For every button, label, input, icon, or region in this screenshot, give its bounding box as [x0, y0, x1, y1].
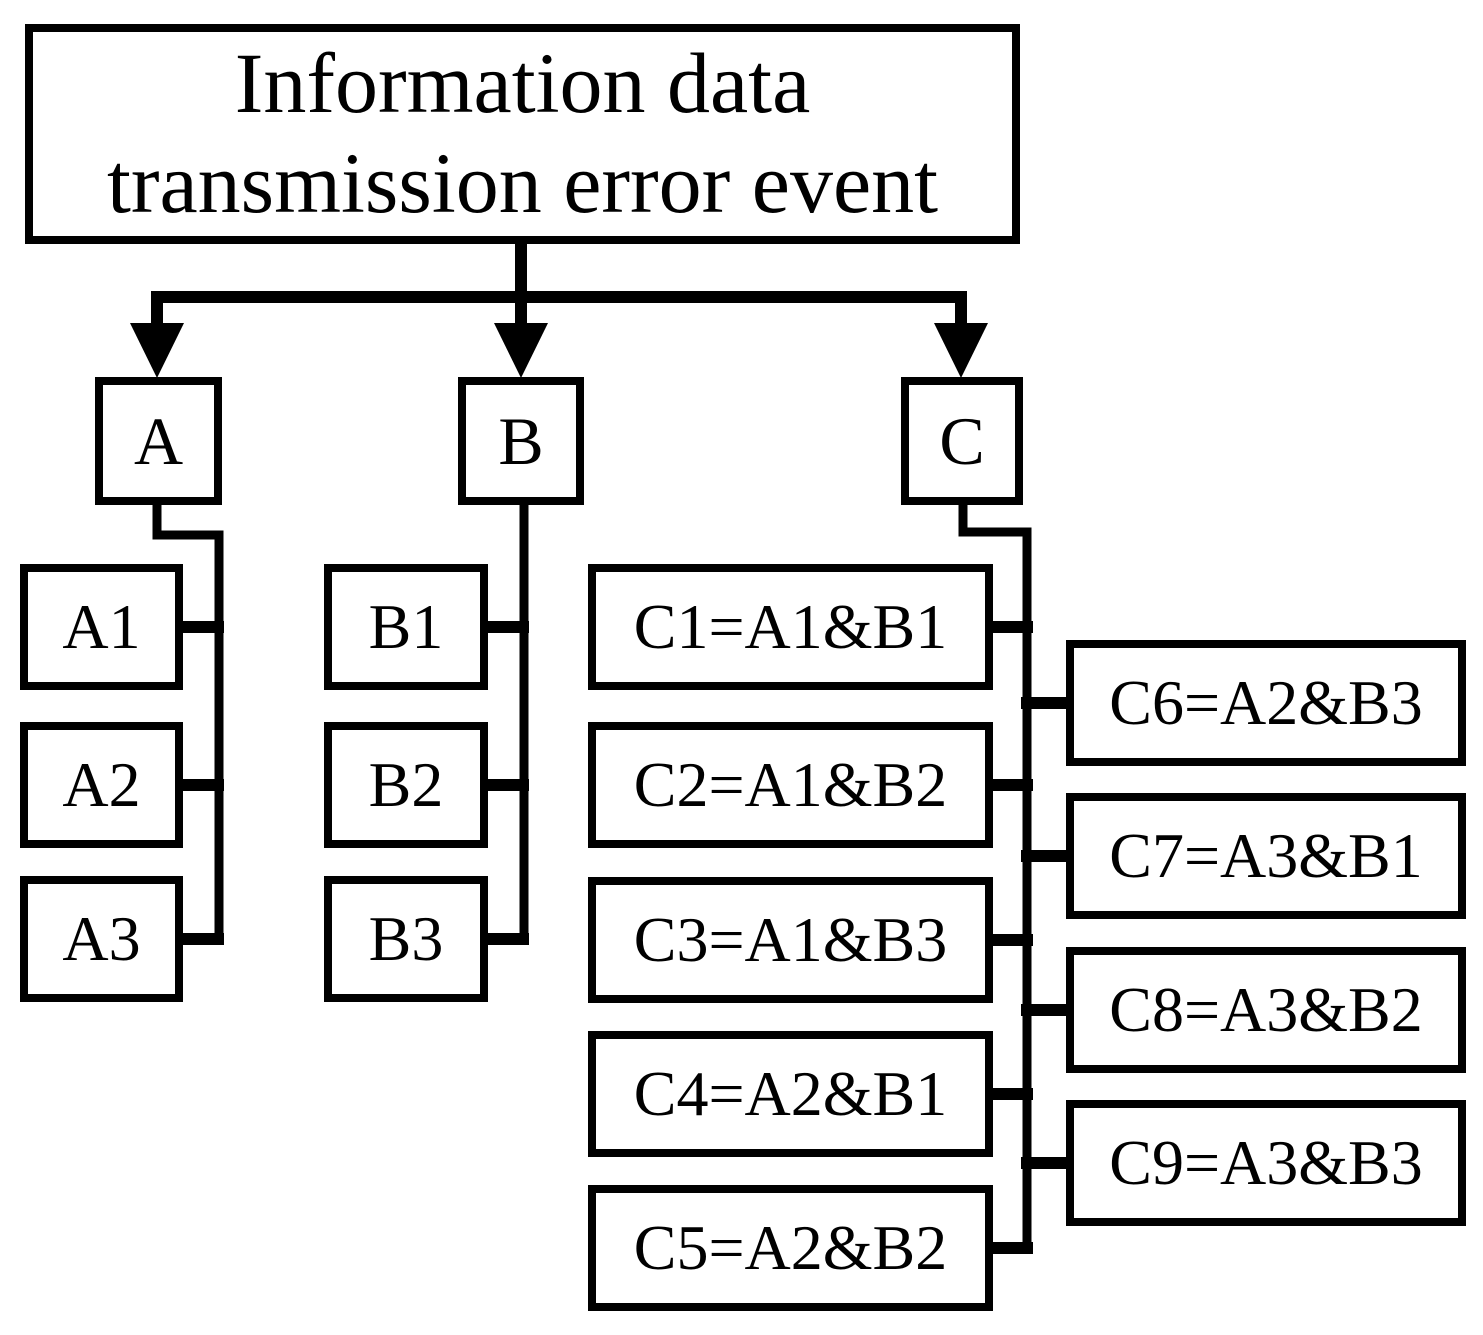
- node-B3: B3: [324, 876, 488, 1002]
- node-C1: C1=A1&B1: [588, 564, 993, 690]
- node-A-label: A: [133, 403, 184, 479]
- node-C-label: C: [939, 403, 985, 479]
- node-A3-label: A3: [62, 903, 141, 974]
- node-B3-label: B3: [368, 903, 444, 974]
- node-B2: B2: [324, 722, 488, 848]
- node-C1-label: C1=A1&B1: [633, 591, 948, 662]
- node-C9-label: C9=A3&B3: [1109, 1127, 1423, 1198]
- node-C4-label: C4=A2&B1: [633, 1058, 948, 1129]
- connector-trunk-A: [152, 498, 224, 945]
- node-A3: A3: [20, 876, 183, 1002]
- arrowhead-into-A-icon: [130, 323, 184, 378]
- node-C7: C7=A3&B1: [1066, 793, 1466, 919]
- node-A1: A1: [20, 564, 183, 690]
- node-B1: B1: [324, 564, 488, 690]
- node-C: C: [901, 377, 1023, 505]
- node-C6-label: C6=A2&B3: [1109, 667, 1423, 738]
- root-event-label-line2: transmission error event: [106, 135, 939, 231]
- root-event-label-line1: Information data: [234, 35, 811, 132]
- connector-distribution-bar: [151, 291, 967, 336]
- node-C8-label: C8=A3&B2: [1109, 974, 1423, 1045]
- node-root-event: Information data transmission error even…: [25, 24, 1020, 244]
- node-C5: C5=A2&B2: [588, 1185, 993, 1311]
- node-B1-label: B1: [368, 591, 444, 662]
- arrowhead-into-C-icon: [934, 323, 988, 378]
- node-C3-label: C3=A1&B3: [633, 904, 948, 975]
- node-A: A: [95, 377, 222, 505]
- arrowhead-into-B-icon: [494, 323, 548, 378]
- node-C2: C2=A1&B2: [588, 722, 993, 848]
- connector-trunk-C: [958, 498, 1032, 1254]
- node-C4: C4=A2&B1: [588, 1031, 993, 1157]
- node-C7-label: C7=A3&B1: [1109, 820, 1423, 891]
- node-C5-label: C5=A2&B2: [633, 1212, 948, 1283]
- node-A1-label: A1: [62, 591, 141, 662]
- node-B: B: [458, 377, 584, 505]
- node-C6: C6=A2&B3: [1066, 640, 1466, 766]
- node-B-label: B: [498, 403, 544, 479]
- node-C2-label: C2=A1&B2: [633, 749, 948, 820]
- node-A2-label: A2: [62, 749, 141, 820]
- node-B2-label: B2: [368, 749, 444, 820]
- node-C9: C9=A3&B3: [1066, 1100, 1466, 1226]
- node-A2: A2: [20, 722, 183, 848]
- node-C3: C3=A1&B3: [588, 877, 993, 1003]
- node-C8: C8=A3&B2: [1066, 947, 1466, 1073]
